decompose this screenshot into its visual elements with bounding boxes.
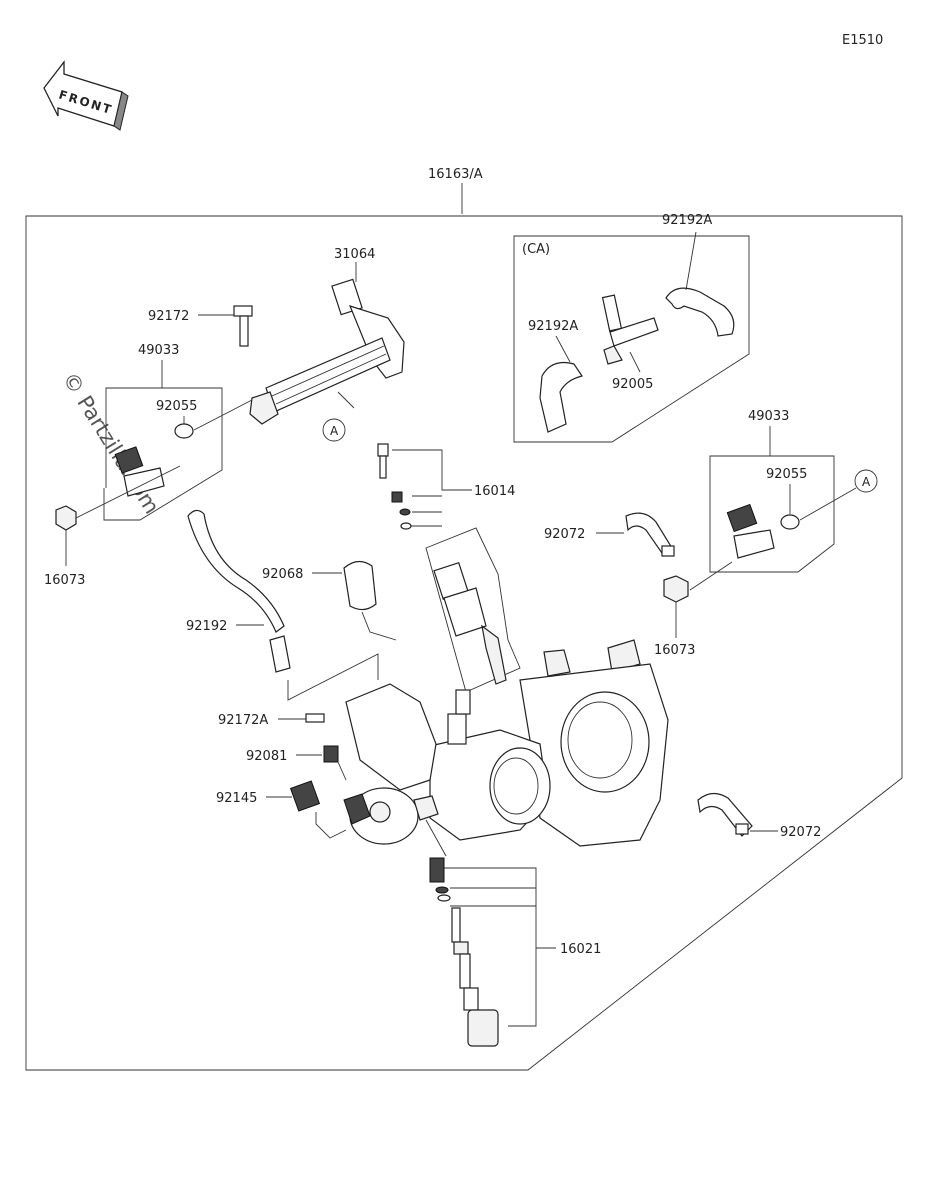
ca-box (513, 235, 750, 443)
label-92145: 92145 (216, 791, 257, 806)
label-92055-right: 92055 (766, 467, 807, 482)
front-arrow-icon: FRONT (43, 60, 129, 131)
adjust-screw-part-16021 (451, 907, 499, 1047)
callout-a-left-icon (322, 418, 346, 442)
fuel-rail-part-31064 (249, 278, 405, 425)
label-92081: 92081 (246, 749, 287, 764)
clip-part-16014 (400, 522, 412, 530)
spring-part-16021 (429, 857, 445, 883)
ca-tee-part-92005 (601, 294, 659, 373)
assembly-label: 16163/A (428, 167, 483, 182)
washer-part-16073-left (55, 505, 77, 531)
callout-a-left: A (330, 424, 339, 438)
label-92055-left: 92055 (156, 399, 197, 414)
label-16073-left: 16073 (44, 573, 85, 588)
screw-part-16014 (377, 443, 389, 479)
label-16073-right: 16073 (654, 643, 695, 658)
label-92172: 92172 (148, 309, 189, 324)
label-16014: 16014 (474, 484, 515, 499)
assembly-border (25, 215, 903, 1071)
screw-part-92172A (305, 713, 325, 723)
spring-part-16014 (391, 491, 403, 503)
spring-part-92081 (323, 745, 339, 763)
watermark-text: © Partzilla.com (58, 368, 164, 518)
oring-part-92055-left (174, 423, 194, 439)
injector-box-right (709, 455, 835, 573)
ca-hose-part-92192A-left (539, 335, 583, 433)
throttle-body-part (343, 527, 669, 847)
label-49033-left: 49033 (138, 343, 179, 358)
label-92005: 92005 (612, 377, 653, 392)
washer-part-16073-right (663, 575, 689, 603)
callout-a-right: A (862, 475, 871, 489)
label-92072-top: 92072 (544, 527, 585, 542)
callout-a-right-icon (854, 469, 878, 493)
injector-part-right (726, 503, 775, 559)
diagram-code: E1510 (842, 33, 883, 48)
oring-part-92055-right (780, 514, 800, 530)
seal-part-16014 (399, 508, 411, 516)
ca-hose-part-92192A-top (665, 231, 735, 337)
label-92172A: 92172A (218, 713, 268, 728)
bolt-part-92172 (233, 305, 253, 347)
label-92192A-left: 92192A (528, 319, 578, 334)
ca-label: (CA) (522, 242, 550, 257)
label-31064: 31064 (334, 247, 375, 262)
spring-part-92145 (289, 780, 321, 812)
label-92192A-top: 92192A (662, 213, 712, 228)
label-92068: 92068 (262, 567, 303, 582)
label-92192: 92192 (186, 619, 227, 634)
hose-part-92192 (187, 509, 285, 633)
cap-part-92068 (343, 560, 377, 611)
label-16021: 16021 (560, 942, 601, 957)
label-92072-bottom: 92072 (780, 825, 821, 840)
label-49033-right: 49033 (748, 409, 789, 424)
